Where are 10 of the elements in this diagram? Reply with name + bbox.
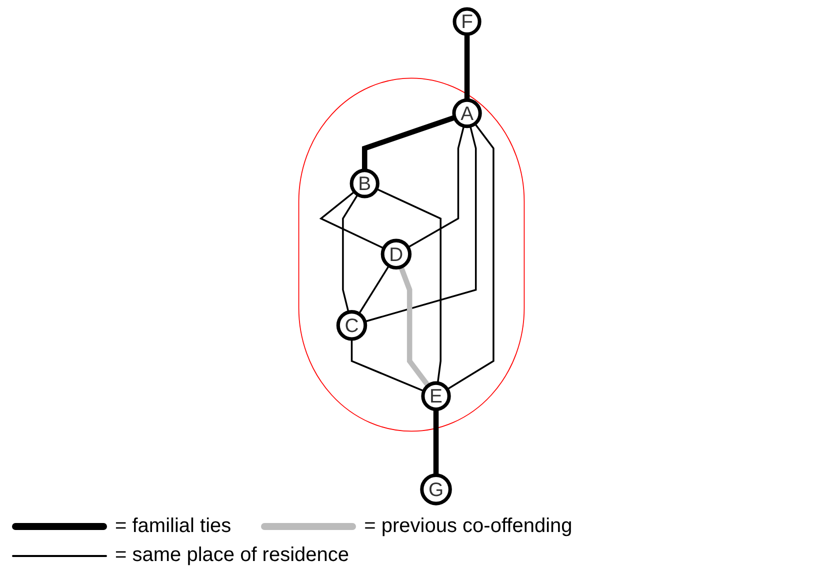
legend-text: = familial ties (115, 515, 232, 538)
person-node: D (380, 238, 412, 270)
person-node: A (452, 98, 482, 128)
person-node: E (421, 381, 451, 411)
person-node: C (336, 310, 368, 341)
legend-text: = same place of residence (115, 544, 350, 567)
person-node: F (452, 7, 482, 36)
person-node: B (350, 168, 380, 198)
person-node: G (420, 474, 452, 506)
legend-text: = previous co-offending (364, 515, 572, 538)
